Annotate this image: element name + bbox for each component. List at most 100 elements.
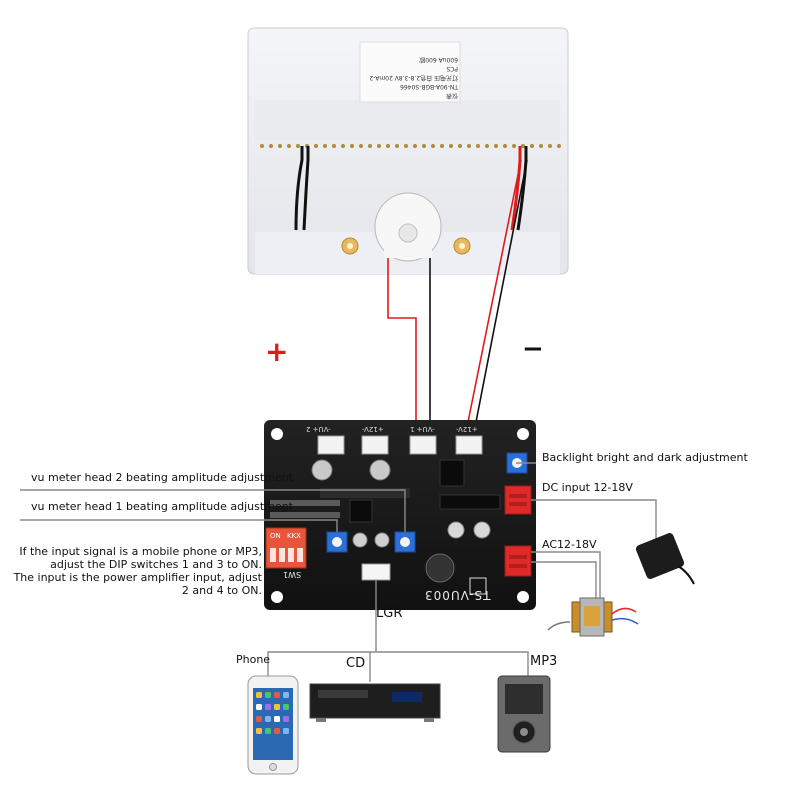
phone-app-icon [274, 716, 280, 722]
phone-app-icon [283, 716, 289, 722]
meter-pin [548, 144, 552, 148]
dc-adapter [635, 533, 695, 585]
board-connector[interactable] [455, 435, 483, 455]
connector-label-3: -VU+ 1 [410, 425, 435, 433]
callout-lines [20, 462, 657, 682]
meter-pin [368, 144, 372, 148]
meter-pin [332, 144, 336, 148]
phone-app-icon [283, 704, 289, 710]
phone-app-icon [256, 728, 262, 734]
meter-label-line: 600uA 600欧 [419, 56, 458, 63]
meter-label-line: 灯光电压 白色2.8-3.8V 20mA-2 [369, 74, 458, 81]
meter-pin [314, 144, 318, 148]
phone-app-icon [265, 716, 271, 722]
meter-pin [485, 144, 489, 148]
wire-signal-positive [387, 258, 417, 422]
cd-label: CD [346, 656, 366, 671]
dip-on-label: ON [270, 532, 281, 540]
board-connector[interactable] [317, 435, 345, 455]
phone-app-icon [283, 692, 289, 698]
lgr-label: LGR [376, 606, 403, 621]
meter-pin [296, 144, 300, 148]
phone-app-icon [283, 728, 289, 734]
meter-pin [359, 144, 363, 148]
meter-pin [494, 144, 498, 148]
dc-input-connector[interactable] [504, 485, 532, 515]
meter-label-line: PCS [446, 65, 458, 72]
board-connector[interactable] [409, 435, 437, 455]
phone-app-icon [265, 728, 271, 734]
meter-pin [521, 144, 525, 148]
dip-kkx-label: KKX [287, 532, 301, 540]
ac-input-connector[interactable] [504, 545, 532, 577]
meter-pin [431, 144, 435, 148]
board-connector[interactable] [361, 435, 389, 455]
lgr-connector[interactable] [361, 563, 391, 581]
meter-pin [269, 144, 273, 148]
head1-label: vu meter head 1 beating amplitude adjust… [31, 500, 293, 513]
phone-label: Phone [236, 653, 271, 666]
meter-pin-row [260, 144, 561, 148]
meter-pin [287, 144, 291, 148]
meter-pin [467, 144, 471, 148]
meter-label-line: TN-90A-BGB-S0466 [400, 83, 458, 90]
meter-pin [440, 144, 444, 148]
wire-backlight-red [467, 159, 522, 423]
meter-pin [503, 144, 507, 148]
meter-sticker [359, 41, 461, 103]
meter-pin [350, 144, 354, 148]
dip-note-line: 2 and 4 to ON. [181, 584, 262, 597]
meter-pin [449, 144, 453, 148]
phone-app-icon [274, 704, 280, 710]
meter-pin [323, 144, 327, 148]
connector-label-4: +12V- [456, 425, 478, 433]
backlight-label: Backlight bright and dark adjustment [542, 451, 748, 464]
mp3-device [497, 675, 551, 753]
meter-pin [530, 144, 534, 148]
meter-pin [512, 144, 516, 148]
meter-pin [386, 144, 390, 148]
meter-label-line: 仪表 [445, 92, 458, 99]
board-sw-label: SW1 [283, 570, 302, 579]
meter-label: 仪表 TN-90A-BGB-S0466 灯光电压 白色2.8-3.8V 20mA… [362, 46, 458, 100]
meter-pin [539, 144, 543, 148]
cd-player [309, 683, 441, 722]
meter-pin [395, 144, 399, 148]
phone-app-icon [265, 704, 271, 710]
phone-app-icon [256, 716, 262, 722]
meter-pin [422, 144, 426, 148]
dc-input-label: DC input 12-18V [542, 481, 633, 494]
dip-note-line: If the input signal is a mobile phone or… [19, 545, 262, 558]
mp3-label: MP3 [530, 654, 558, 669]
meter-pin [260, 144, 264, 148]
meter-pin [341, 144, 345, 148]
transformer [547, 597, 639, 637]
phone-app-icon [256, 692, 262, 698]
board-model: TS-VU003 [424, 588, 491, 602]
meter-pin [413, 144, 417, 148]
phone-app-icon [265, 692, 271, 698]
meter-pin [404, 144, 408, 148]
dip-note-line: The input is the power amplifier input, … [13, 571, 262, 584]
phone-device [247, 675, 299, 775]
phone-app-icon [256, 704, 262, 710]
signal-wires [387, 159, 528, 423]
dip-note: If the input signal is a mobile phone or… [2, 545, 262, 597]
meter-pin [377, 144, 381, 148]
vu-meter [247, 27, 569, 275]
connector-label-2: +12V- [362, 425, 384, 433]
head2-label: vu meter head 2 beating amplitude adjust… [31, 471, 293, 484]
negative-sign: − [522, 334, 544, 364]
pcb-board [264, 420, 536, 610]
phone-app-icon [274, 692, 280, 698]
wire-backlight-black [475, 159, 528, 423]
ac-input-label: AC12-18V [542, 538, 597, 551]
connector-label-1: -VU+ 2 [306, 425, 331, 433]
meter-pin [476, 144, 480, 148]
meter-pin [557, 144, 561, 148]
meter-pin [458, 144, 462, 148]
phone-app-icon [274, 728, 280, 734]
positive-sign: + [265, 335, 289, 368]
